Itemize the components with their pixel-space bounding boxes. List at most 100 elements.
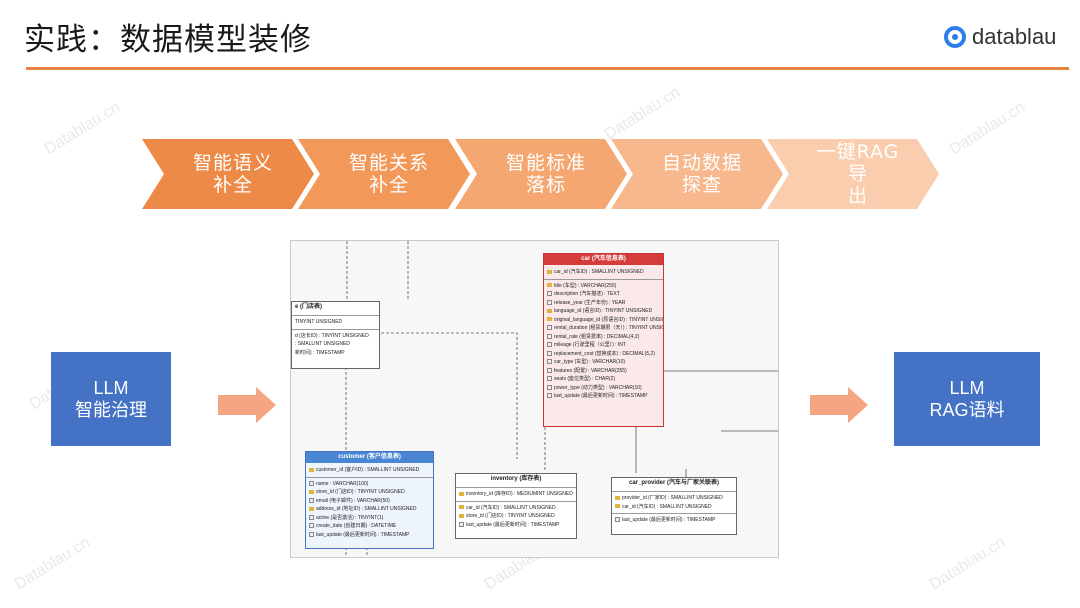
right-arrow-icon	[810, 387, 868, 423]
step-label: 自动数据探查	[645, 152, 750, 196]
table-row: provider_id (厂家ID) : SMALLINT UNSIGNED	[612, 494, 736, 503]
step-label-line1: 智能关系	[348, 152, 429, 174]
column-icon	[547, 342, 552, 348]
table-title: customer (客户信息表)	[306, 452, 433, 463]
datablau-logo: datablau	[944, 24, 1056, 50]
key-icon	[547, 308, 552, 313]
key-icon	[547, 317, 552, 322]
table-row: last_update (最后更新时间) : TIMESTAMP	[456, 521, 576, 530]
table-row: last_update (最后更新时间) : TIMESTAMP	[544, 392, 663, 401]
table-car: car (汽车信息表) car_id (汽车ID) : SMALLINT UNS…	[543, 253, 664, 427]
table-row: title (车型) : VARCHAR(255)	[544, 282, 663, 291]
chevron-shape	[611, 139, 783, 209]
right-box-line2: RAG语料	[929, 400, 1005, 420]
table-row: power_type (动力类型) : VARCHAR(10)	[544, 384, 663, 393]
process-step: 自动数据探查	[611, 139, 783, 209]
step-label: 智能关系补全	[332, 152, 437, 196]
table-title: e (门店表)	[295, 304, 323, 310]
step-label-line1: 智能标准	[505, 152, 586, 174]
table-row: d (店长ID) : TINYINT UNSIGNED	[295, 332, 369, 339]
watermark: Datablau.cn	[41, 98, 124, 159]
step-label-line1: 一键RAG导	[816, 141, 900, 185]
process-step: 智能语义补全	[142, 139, 314, 209]
process-step: 一键RAG导出	[767, 139, 939, 209]
watermark: Datablau.cn	[11, 533, 94, 594]
logo-icon	[944, 26, 966, 48]
key-icon	[547, 283, 552, 288]
step-label-line2: 补全	[212, 174, 253, 196]
chevron-shape	[455, 139, 627, 209]
column-icon	[547, 359, 552, 365]
table-car-provider: car_provider (汽车与厂家关联表) provider_id (厂家I…	[611, 477, 737, 535]
step-label-line2: 落标	[525, 174, 566, 196]
logo-text: datablau	[972, 24, 1057, 49]
table-title: car_provider (汽车与厂家关联表)	[628, 480, 719, 486]
key-icon	[459, 513, 464, 518]
table-row: mileage (行驶里程（公里）) : INT	[544, 341, 663, 350]
table-row: store_id (门店ID) : TINYINT UNSIGNED	[306, 488, 433, 497]
column-icon	[547, 384, 552, 390]
step-label: 智能标准落标	[489, 152, 594, 196]
table-row: last_update (最后更新时间) : TIMESTAMP	[306, 531, 433, 540]
column-icon	[547, 291, 552, 297]
key-icon	[459, 505, 464, 510]
table-row: address_id (地址ID) : SMALLINT UNSIGNED	[306, 505, 433, 514]
table-row: active (是否激活) : TINYINT(1)	[306, 514, 433, 523]
column-icon	[309, 514, 314, 520]
table-row: original_language_id (原语言ID) : TINYINT U…	[544, 316, 663, 325]
process-step: 智能标准落标	[455, 139, 627, 209]
table-inventory: inventory (库存表) inventory_id (库存ID) : ME…	[455, 473, 577, 539]
table-row: seats (座位类型) : CHAR(2)	[544, 375, 663, 384]
column-icon	[547, 367, 552, 373]
step-label-line2: 探查	[681, 174, 722, 196]
table-row: replacement_cost (替换成本) : DECIMAL(5,2)	[544, 350, 663, 359]
table-row: features (配置) : VARCHAR(255)	[544, 367, 663, 376]
column-icon	[615, 517, 620, 523]
column-icon	[459, 521, 464, 527]
left-box-line1: LLM	[93, 378, 129, 398]
column-icon	[547, 333, 552, 339]
column-icon	[547, 376, 552, 382]
key-icon	[459, 491, 464, 496]
right-box-line1: LLM	[949, 378, 985, 398]
table-row: store_id (门店ID) : TINYINT UNSIGNED	[456, 512, 576, 521]
table-row: customer_id (客户ID) : SMALLINT UNSIGNED	[306, 466, 433, 475]
key-icon	[309, 467, 314, 472]
key-icon	[309, 506, 314, 511]
table-row: car_id (汽车ID) : SMALLINT UNSIGNED	[456, 504, 576, 513]
llm-governance-box: LLM 智能治理	[51, 352, 171, 446]
key-icon	[309, 489, 314, 494]
left-box-line2: 智能治理	[75, 400, 147, 420]
step-label-line2: 补全	[368, 174, 409, 196]
table-title: car (汽车信息表)	[544, 254, 663, 265]
column-icon	[309, 523, 314, 529]
table-row: car_id (汽车ID) : SMALLINT UNSIGNED	[544, 268, 663, 277]
table-row: 新时间) : TIMESTAMP	[295, 349, 345, 356]
watermark: Datablau.cn	[926, 533, 1009, 594]
page-title: 实践：数据模型装修	[24, 22, 312, 58]
table-title: inventory (库存表)	[490, 476, 542, 482]
step-label: 一键RAG导出	[801, 141, 906, 207]
step-label-line1: 智能语义	[192, 152, 273, 174]
table-row: rental_duration (租赁期限（天）) : TINYINT UNSI…	[544, 324, 663, 333]
table-row: inventory_id (库存ID) : MEDIUMINT UNSIGNED	[456, 490, 576, 499]
chevron-shape	[298, 139, 470, 209]
column-icon	[547, 299, 552, 305]
key-icon	[615, 495, 620, 500]
table-customer: customer (客户信息表) customer_id (客户ID) : SM…	[305, 451, 434, 549]
er-diagram: e (门店表) TINYINT UNSIGNED d (店长ID) : TINY…	[290, 240, 779, 558]
key-icon	[615, 504, 620, 509]
table-row: rental_rate (租赁费率) : DECIMAL(4,2)	[544, 333, 663, 342]
table-row: last_update (最后更新时间) : TIMESTAMP	[612, 516, 736, 525]
table-row: language_id (语言ID) : TINYINT UNSIGNED	[544, 307, 663, 316]
table-row: description (汽车描述) : TEXT	[544, 290, 663, 299]
right-arrow-icon	[218, 387, 276, 423]
step-label-line2: 出	[847, 185, 868, 207]
table-row: car_id (汽车ID) : SMALLINT UNSIGNED	[612, 503, 736, 512]
title-divider	[26, 67, 1069, 70]
table-row: create_date (创建日期) : DATETIME	[306, 522, 433, 531]
table-row: TINYINT UNSIGNED	[295, 319, 343, 325]
table-row: car_type (车型) : VARCHAR(10)	[544, 358, 663, 367]
table-row: name : VARCHAR(100)	[306, 480, 433, 489]
column-icon	[309, 497, 314, 503]
